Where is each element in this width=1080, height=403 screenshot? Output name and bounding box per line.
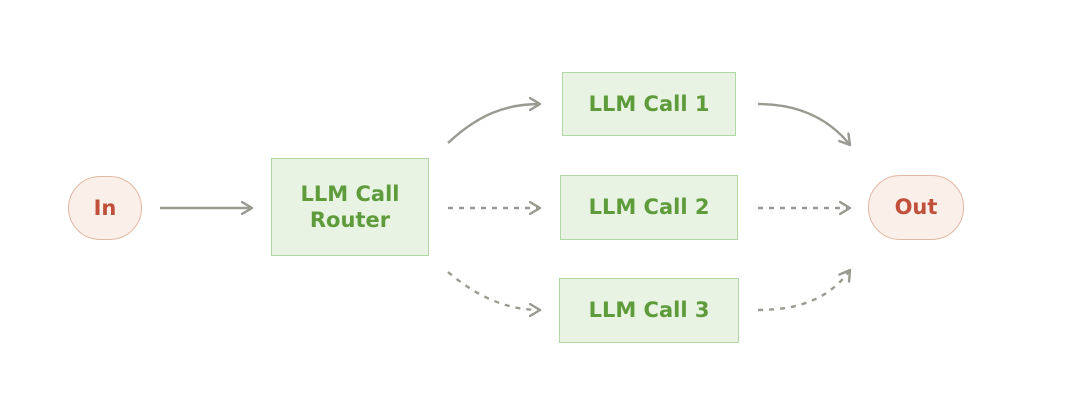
edge-call3-to-out	[757, 270, 850, 312]
llm-call-3-node: LLM Call 3	[559, 278, 739, 343]
input-node: In	[68, 176, 142, 240]
edge-router-to-call3	[447, 271, 540, 310]
edge-router-to-call1	[447, 104, 540, 144]
edge-call1-to-out	[757, 102, 850, 145]
router-node: LLM Call Router	[271, 158, 429, 256]
output-node: Out	[868, 175, 964, 240]
llm-call-1-node: LLM Call 1	[562, 72, 736, 136]
llm-call-2-node: LLM Call 2	[560, 175, 738, 240]
